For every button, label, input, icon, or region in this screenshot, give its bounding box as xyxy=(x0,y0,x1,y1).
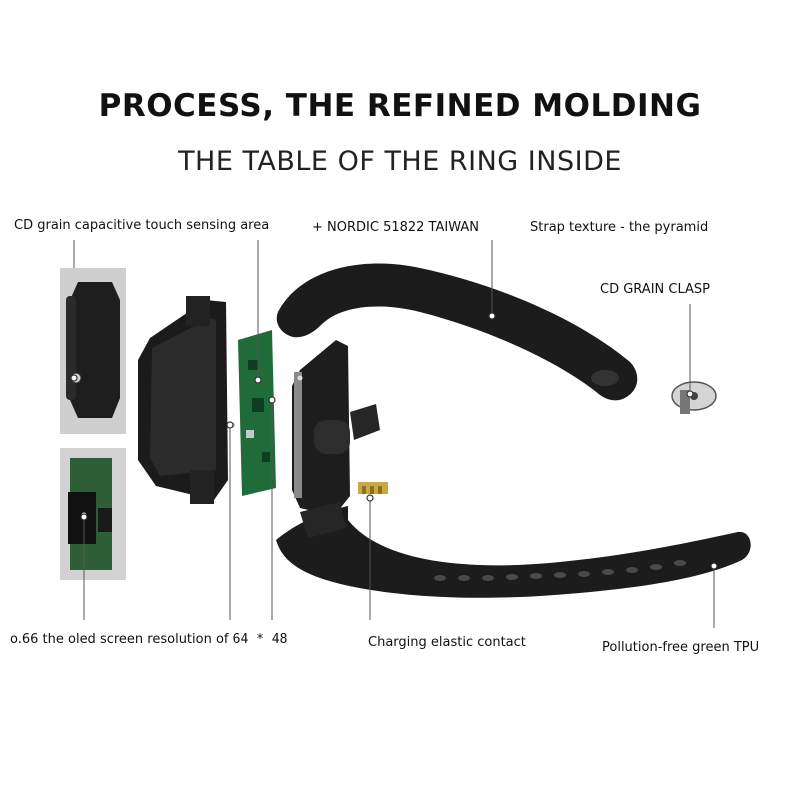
label-tpu: Pollution-free green TPU xyxy=(602,640,760,655)
label-charging: Charging elastic contact xyxy=(368,635,526,650)
label-oled-value: 64 * 48 xyxy=(232,632,288,647)
label-strap-texture: Strap texture - the pyramid xyxy=(530,220,709,235)
label-touch-area: CD grain capacitive touch sensing area xyxy=(14,218,270,233)
pcb-board xyxy=(238,330,276,496)
back-cover xyxy=(292,340,380,516)
page-title: PROCESS, THE REFINED MOLDING xyxy=(98,88,702,124)
label-clasp: CD GRAIN CLASP xyxy=(600,282,710,297)
label-nordic: + NORDIC 51822 TAIWAN xyxy=(312,220,479,235)
upper-strap xyxy=(276,263,638,401)
touch-area-photo xyxy=(60,268,126,434)
lower-strap xyxy=(276,502,751,598)
oled-screen-photo xyxy=(60,448,126,580)
leader-lines xyxy=(73,240,715,628)
page-subtitle: THE TABLE OF THE RING INSIDE xyxy=(178,146,622,177)
label-oled-prefix: o.66 the oled screen resolution of xyxy=(10,632,233,647)
clasp xyxy=(671,381,717,414)
label-oled: o.66 the oled screen resolution of 64 * … xyxy=(10,632,287,647)
watch-body xyxy=(138,296,235,504)
charging-contact xyxy=(358,482,388,494)
leader-dots xyxy=(70,312,718,570)
